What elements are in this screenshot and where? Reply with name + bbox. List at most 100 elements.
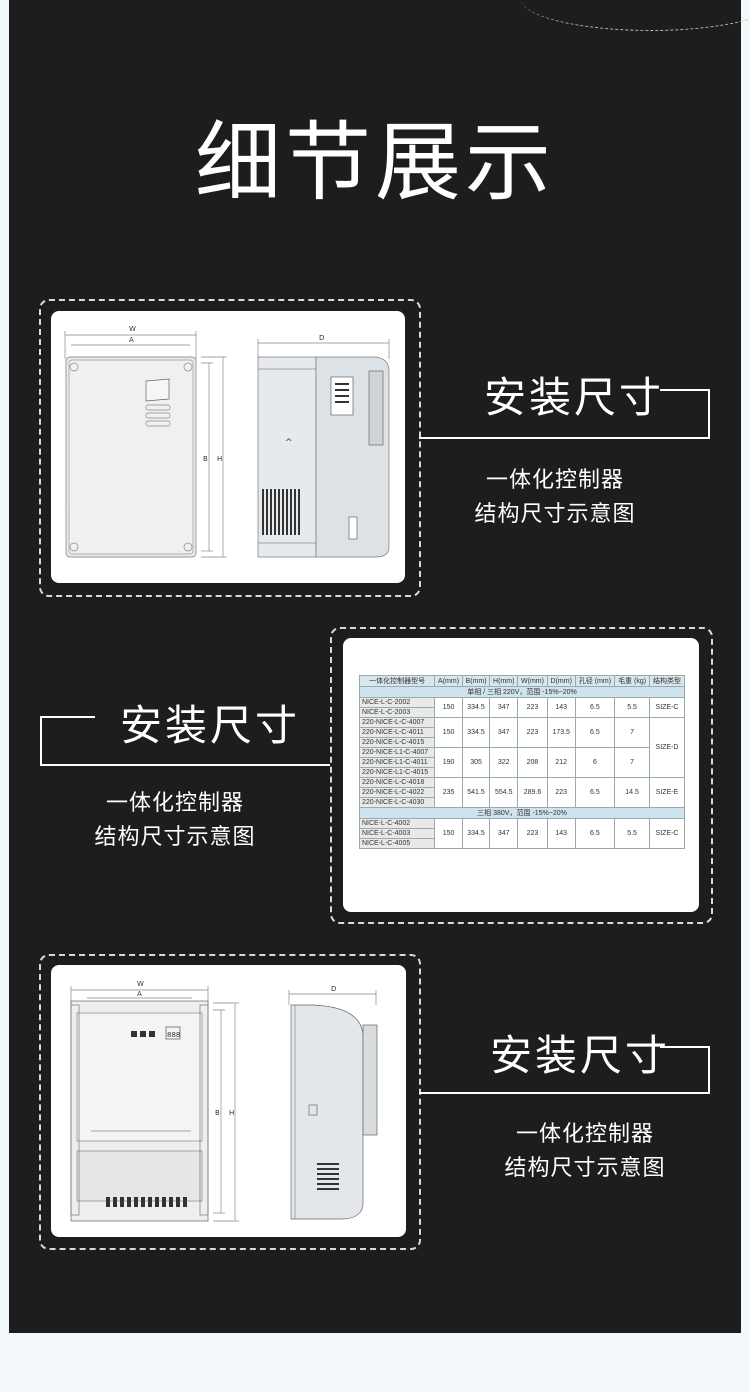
section2-subtitle: 一体化控制器 结构尺寸示意图 [75,787,275,855]
value-cell: 6.5 [574,697,616,718]
value-cell: 150 [434,717,463,748]
value-cell: 223 [517,818,548,849]
leader-line-1a [660,389,710,391]
leader-line-1c [419,437,710,439]
section1-sub1: 一体化控制器 [485,468,624,493]
section2-sub1: 一体化控制器 [105,791,244,816]
label-b: B [215,1109,220,1117]
drawing-frame-3 [39,954,421,1250]
label-b: B [203,455,208,463]
size-cell: SIZE-C [649,818,685,849]
value-cell: 5.5 [614,818,651,849]
model-cell: 220-NICE-L-C-4011 [358,727,436,738]
value-cell: 6 [574,747,616,778]
th-b: B(mm) [461,675,491,687]
value-cell: 7 [614,717,651,748]
size-cell: SIZE-C [649,697,685,718]
leader-line-2a [40,716,95,718]
dimension-drawing-1: W A B H D ^ [51,311,405,583]
section1-subtitle: 一体化控制器 结构尺寸示意图 [455,464,655,532]
th-weight: 毛重 (kg) [614,675,651,687]
model-cell: 220-NICE-L1-C-4011 [358,757,436,768]
value-cell: 6.5 [574,777,616,808]
label-d: D [319,334,324,342]
value-cell: 5.5 [614,697,651,718]
model-cell: NICE-L-C-4003 [358,828,436,839]
page-title: 细节展示 [195,113,555,213]
model-cell: 220-NICE-L-C-4030 [358,797,436,808]
section3-sub1: 一体化控制器 [515,1122,654,1147]
drawing-1-svg: W A B H D ^ [64,325,390,558]
value-cell: 212 [546,747,576,778]
value-cell: 334.5 [461,717,491,748]
th-d: D(mm) [546,675,576,687]
value-cell: 223 [546,777,576,808]
label-a: A [137,990,142,998]
table-frame [330,627,713,924]
value-cell: 554.5 [489,777,519,808]
value-cell: 150 [434,697,463,718]
size-cell: SIZE-D [649,717,685,778]
model-cell: 220-NICE-L-C-4015 [358,737,436,748]
value-cell: 223 [517,717,548,748]
th-h: H(mm) [489,675,519,687]
label-h: H [217,455,222,463]
model-cell: NICE-L-C-4005 [358,838,436,849]
value-cell: 14.5 [614,777,651,808]
section1-sub2: 结构尺寸示意图 [474,502,636,527]
label-a: A [129,336,134,344]
value-cell: 322 [489,747,519,778]
value-cell: 208 [517,747,548,778]
value-cell: 305 [461,747,491,778]
value-cell: 6.5 [574,818,616,849]
value-cell: 235 [434,777,463,808]
value-cell: 7 [614,747,651,778]
leader-line-2b [40,716,42,766]
drawing-3-svg: W A B H D 888 [70,980,378,1222]
dimension-drawing-3: W A B H D 888 [51,965,406,1237]
value-cell: 347 [489,818,519,849]
th-size: 结构类型 [649,675,685,687]
section1-heading: 安装尺寸 [484,373,665,422]
value-cell: 334.5 [461,697,491,718]
section2-heading: 安装尺寸 [120,701,301,750]
value-cell: 6.5 [574,717,616,748]
display-readout: 888 [167,1031,180,1039]
label-d: D [331,985,336,993]
value-cell: 541.5 [461,777,491,808]
section2-sub2: 结构尺寸示意图 [94,825,256,850]
value-cell: 190 [434,747,463,778]
value-cell: 143 [546,697,576,718]
leader-line-3b [708,1046,710,1094]
value-cell: 334.5 [461,818,491,849]
th-model: 一体化控制器型号 [358,675,436,687]
model-cell: 220-NICE-L-C-4007 [358,717,436,728]
model-cell: 220-NICE-L-C-4018 [358,777,436,788]
band-220v: 单相 / 三相 220V，范围 -15%~20% [359,686,685,698]
drawing-frame-1 [39,299,421,597]
leader-line-1b [708,389,710,439]
section3-heading: 安装尺寸 [490,1031,671,1080]
leader-line-3c [419,1092,710,1094]
th-hole: 孔径 (mm) [574,675,616,687]
value-cell: 289.6 [517,777,548,808]
value-cell: 347 [489,717,519,748]
value-cell: 347 [489,697,519,718]
section3-sub2: 结构尺寸示意图 [504,1156,666,1181]
size-cell: SIZE-E [649,777,685,808]
band-380v: 三相 380V，范围 -15%~20% [359,807,685,819]
spec-table: 一体化控制器型号 A(mm) B(mm) H(mm) W(mm) D(mm) 孔… [358,675,685,849]
value-cell: 173.5 [546,717,576,748]
label-arrow: ^ [285,438,293,448]
leader-line-2c [40,764,330,766]
model-cell: NICE-L-C-4002 [358,818,436,829]
model-cell: 220-NICE-L1-C-4007 [358,747,436,758]
model-cell: 220-NICE-L-C-4022 [358,787,436,798]
spec-table-card: 一体化控制器型号 A(mm) B(mm) H(mm) W(mm) D(mm) 孔… [343,638,699,912]
value-cell: 223 [517,697,548,718]
label-h: H [229,1109,234,1117]
value-cell: 150 [434,818,463,849]
th-a: A(mm) [434,675,463,687]
value-cell: 143 [546,818,576,849]
th-w: W(mm) [517,675,548,687]
